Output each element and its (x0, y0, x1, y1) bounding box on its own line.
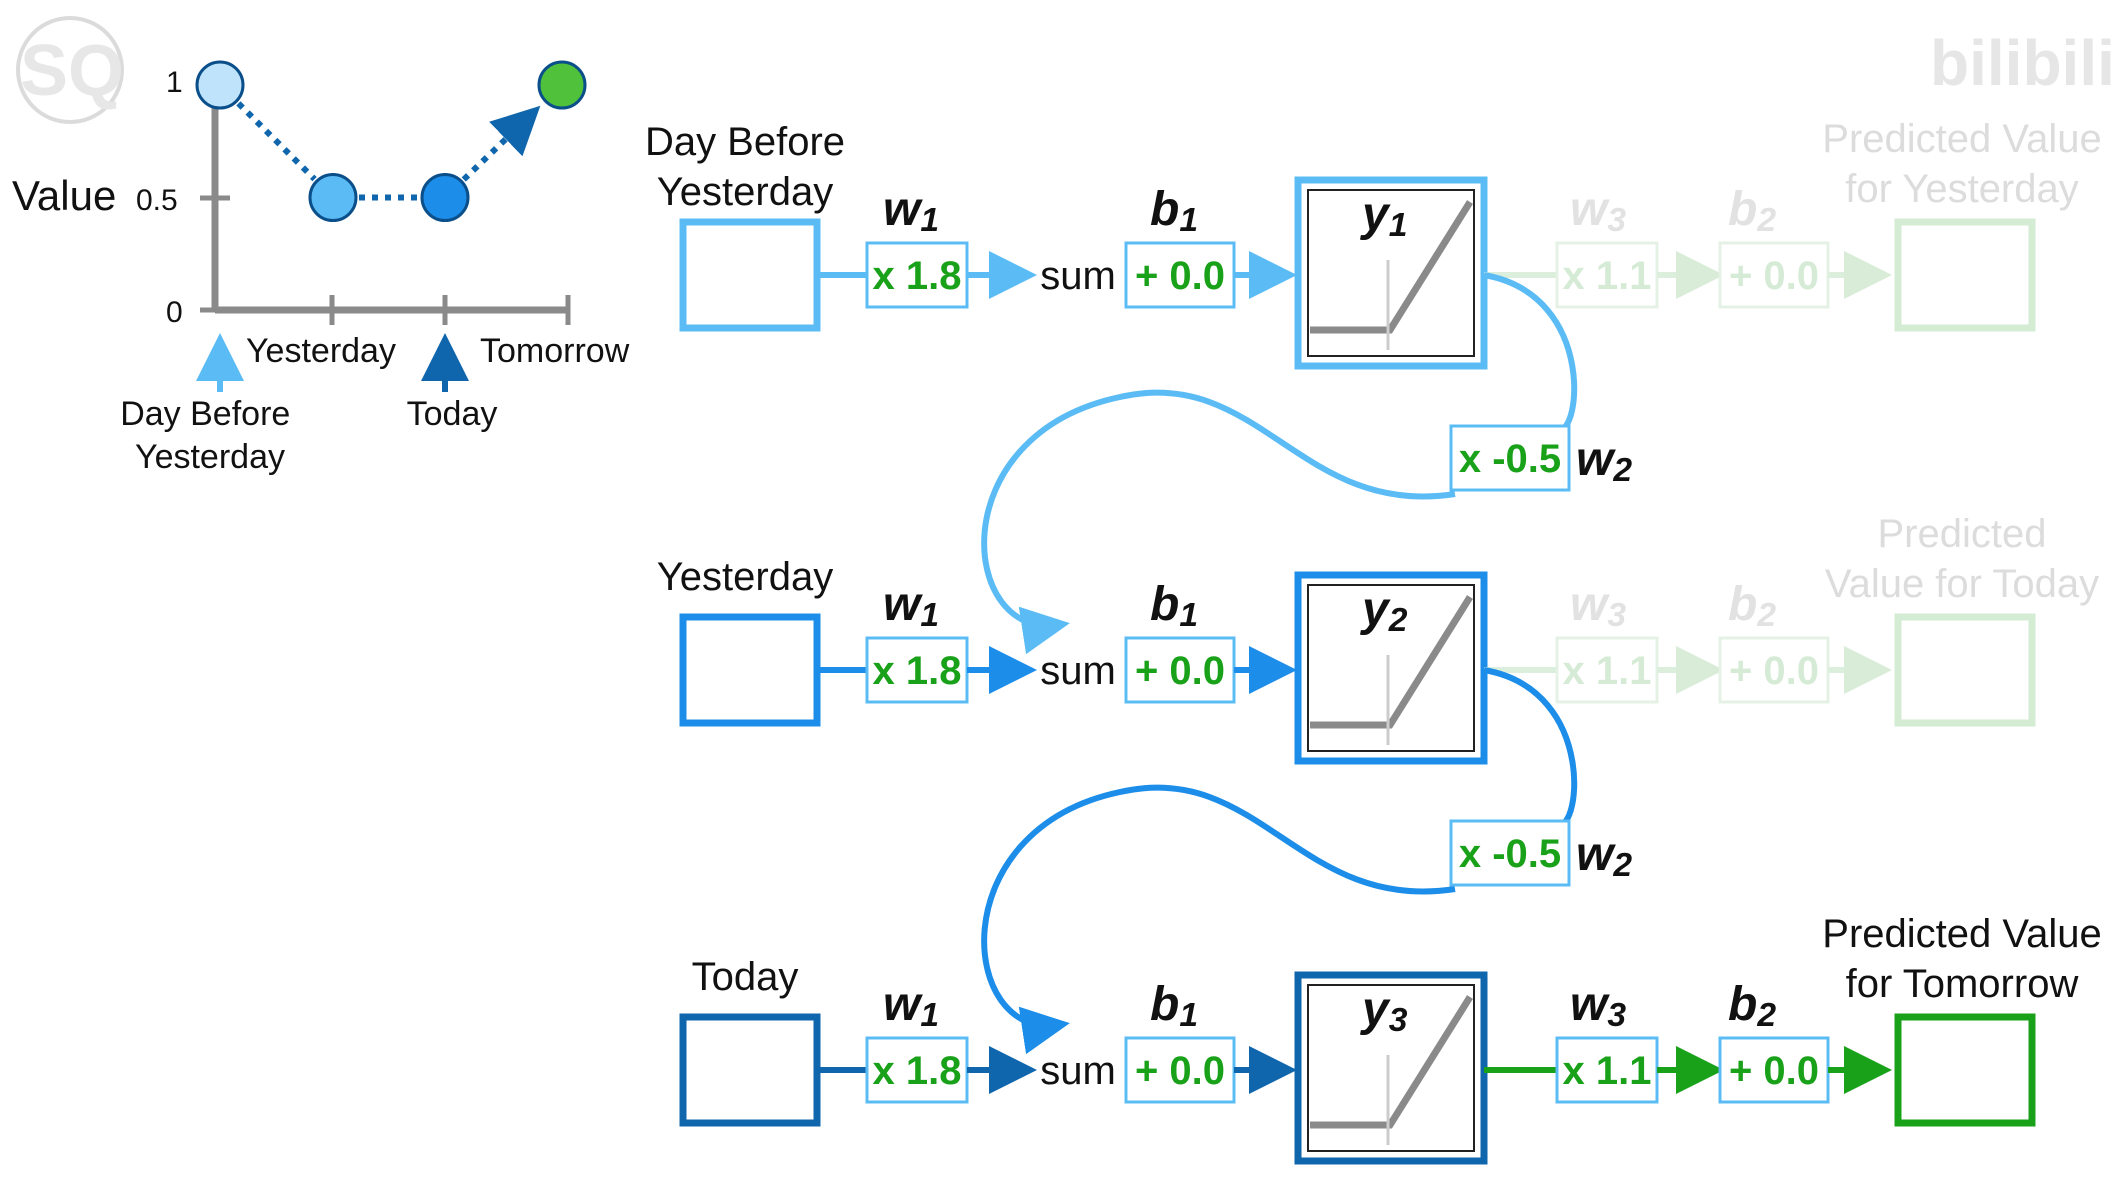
w3-label: w3 (1570, 978, 1626, 1034)
value-text: x 1.8 (873, 254, 962, 298)
w2-weight-box: x -0.5 (1449, 424, 1571, 492)
w1-label: w1 (883, 183, 939, 239)
b2-label: b2 (1728, 578, 1776, 634)
series-segment (461, 105, 541, 182)
value-text: x 1.8 (873, 1049, 962, 1093)
sum-label: sum (1040, 254, 1116, 298)
w2-label: w2 (1576, 433, 1632, 489)
loop-curve-arrow (981, 389, 1456, 655)
data-point (420, 173, 470, 222)
w3-label: w3 (1570, 578, 1626, 634)
y-axis-label: Value (12, 172, 116, 219)
today-label: Today (407, 395, 498, 433)
day-before-label: Day Before Yesterday (120, 395, 300, 476)
w1-weight-box: x 1.8 (865, 1036, 969, 1104)
output-box (1894, 613, 2036, 727)
activation-label: y3 (1360, 983, 1408, 1039)
sum-label: sum (1040, 1049, 1116, 1093)
data-point (195, 60, 245, 110)
sum-label: sum (1040, 649, 1116, 693)
b2-bias-box: + 0.0 (1718, 1036, 1830, 1104)
y-tick-label: 0 (166, 296, 183, 329)
value-text: x 1.1 (1563, 1049, 1652, 1093)
b2-label: b2 (1728, 183, 1776, 239)
sequence-line-chart: 1 0.5 0 Value Yesterday Tomorrow Day Bef… (12, 60, 630, 476)
input-box (679, 218, 821, 332)
data-point (537, 60, 587, 110)
w3-weight-box: x 1.1 (1555, 1036, 1659, 1104)
output-box (1894, 218, 2036, 332)
network-row: Today x 1.8 sum + 0.0 w1 b1 y3 x 1.1 + 0.0 w3 b2 Pr… (679, 912, 2102, 1165)
x-label-tomorrow: Tomorrow (480, 332, 630, 370)
w1-label: w1 (883, 978, 939, 1034)
b1-bias-box: + 0.0 (1124, 636, 1236, 704)
w2-weight-box: x -0.5 (1449, 819, 1571, 887)
b1-label: b1 (1150, 978, 1198, 1034)
b1-label: b1 (1150, 578, 1198, 634)
output-box (1894, 1013, 2036, 1127)
y-tick-label: 1 (166, 66, 183, 99)
w3-label: w3 (1570, 183, 1626, 239)
value-text: + 0.0 (1135, 254, 1225, 298)
data-point (308, 173, 358, 222)
activation-label: y1 (1360, 188, 1407, 244)
value-text: + 0.0 (1135, 1049, 1225, 1093)
w3-weight-box: x 1.1 (1555, 241, 1659, 309)
value-text: x -0.5 (1459, 437, 1561, 481)
series-segment (236, 101, 317, 182)
b1-bias-box: + 0.0 (1124, 1036, 1236, 1104)
value-text: + 0.0 (1729, 1049, 1819, 1093)
value-text: x 1.1 (1563, 649, 1652, 693)
b1-bias-box: + 0.0 (1124, 241, 1236, 309)
activation-label: y2 (1360, 583, 1408, 639)
watermark-logo: bilibili (1930, 27, 2115, 99)
w3-weight-box: x 1.1 (1555, 636, 1659, 704)
relu-curve-icon (1310, 200, 1473, 334)
activation-box (1294, 571, 1488, 765)
b2-label: b2 (1728, 978, 1776, 1034)
w1-label: w1 (883, 578, 939, 634)
x-label-yesterday: Yesterday (246, 332, 396, 370)
feedback-loop: x -0.5 w2 (981, 272, 1632, 655)
w1-weight-box: x 1.8 (865, 241, 969, 309)
value-text: + 0.0 (1729, 254, 1819, 298)
w1-weight-box: x 1.8 (865, 636, 969, 704)
feedback-loop: x -0.5 w2 (981, 667, 1632, 1055)
relu-curve-icon (1310, 595, 1473, 729)
value-text: x -0.5 (1459, 832, 1561, 876)
activation-box (1294, 176, 1488, 370)
b1-label: b1 (1150, 183, 1198, 239)
relu-curve-icon (1310, 995, 1473, 1129)
svg-text:SQ: SQ (20, 31, 124, 111)
value-text: + 0.0 (1135, 649, 1225, 693)
b2-bias-box: + 0.0 (1718, 241, 1830, 309)
input-box (679, 613, 821, 727)
network-row: Yesterday x 1.8 sum + 0.0 w1 b1 y2 x 1.1 + 0.0 w3… (657, 512, 2099, 765)
value-text: x 1.1 (1563, 254, 1652, 298)
input-box (679, 1013, 821, 1127)
b2-bias-box: + 0.0 (1718, 636, 1830, 704)
y-tick-label: 0.5 (136, 184, 178, 217)
w2-label: w2 (1576, 828, 1632, 884)
input-label: Today (692, 955, 799, 999)
value-text: x 1.8 (873, 649, 962, 693)
input-label: Yesterday (657, 555, 833, 599)
statquest-logo: SQ (16, 16, 124, 124)
value-text: + 0.0 (1729, 649, 1819, 693)
loop-curve-arrow (981, 784, 1456, 1055)
